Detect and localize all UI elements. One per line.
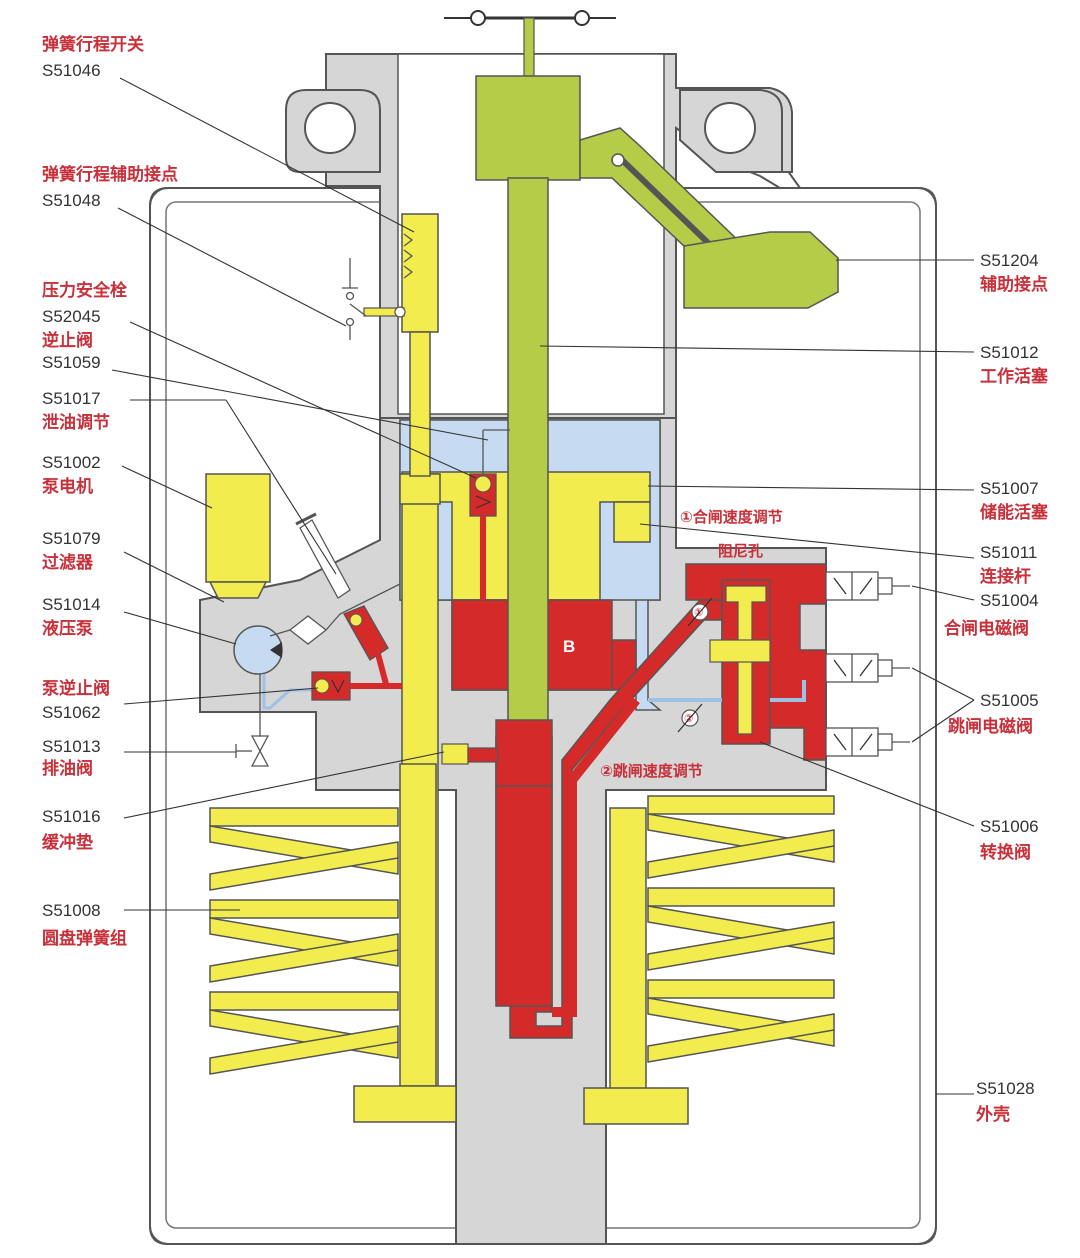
label-s51079-code: S51079 bbox=[42, 529, 101, 548]
close-solenoid-valve bbox=[825, 571, 910, 601]
aux-contact-node bbox=[345, 291, 355, 301]
label-s51028-name: 外壳 bbox=[976, 1104, 1010, 1125]
label-s51062-code: S51062 bbox=[42, 703, 101, 722]
label-s51008-code: S51008 bbox=[42, 901, 101, 920]
label-s51002-name: 泵电机 bbox=[42, 476, 93, 497]
label-s51007-code: S51007 bbox=[980, 479, 1039, 498]
pump-check-spring bbox=[331, 679, 345, 694]
pump-motor-base bbox=[208, 581, 268, 599]
aux-contact-symbol bbox=[342, 258, 367, 340]
close-speed-arrow bbox=[687, 597, 713, 627]
label-s51004-code: S51004 bbox=[980, 591, 1039, 610]
label-s51048-code: S51048 bbox=[42, 191, 101, 210]
left-guide-cap bbox=[399, 473, 441, 505]
label-s51014-code: S51014 bbox=[42, 595, 101, 614]
label-s51002-code: S51002 bbox=[42, 453, 101, 472]
trip-solenoid-valve-2 bbox=[825, 727, 910, 757]
drain-valve bbox=[250, 735, 270, 767]
label-s52045-code: S52045 bbox=[42, 307, 101, 326]
label-s51013-code: S51013 bbox=[42, 737, 101, 756]
travel-switch-pivot bbox=[394, 306, 406, 318]
right-disc-springs bbox=[647, 795, 835, 1063]
travel-switch-rod bbox=[401, 213, 439, 333]
label-s51006-name: 转换阀 bbox=[980, 842, 1031, 863]
chamber-a-label: A bbox=[741, 569, 749, 581]
changeover-valve-sleeve bbox=[709, 639, 771, 663]
label-s51048-name: 弹簧行程辅助接点 bbox=[42, 164, 178, 185]
right-mount-hole bbox=[704, 102, 756, 154]
annotation-close-speed: ①合闸速度调节 bbox=[680, 508, 783, 526]
top-rod bbox=[523, 17, 535, 79]
label-s51016-code: S51016 bbox=[42, 807, 101, 826]
label-s51046-name: 弹簧行程开关 bbox=[42, 34, 144, 55]
travel-switch-stem bbox=[409, 331, 431, 477]
safety-valve-ball bbox=[349, 613, 363, 627]
safety-line bbox=[375, 653, 389, 685]
left-spring-guide bbox=[399, 763, 437, 1087]
label-s51006-code: S51006 bbox=[980, 817, 1039, 836]
green-head-block bbox=[475, 75, 581, 181]
tank-vent-line bbox=[482, 429, 510, 474]
label-s51204-code: S51204 bbox=[980, 251, 1039, 270]
aux-contact-node-2 bbox=[345, 317, 355, 327]
lower-cylinder bbox=[495, 785, 553, 1007]
trip-solenoid-valve-1 bbox=[825, 653, 910, 683]
right-small-piston bbox=[613, 501, 651, 543]
aux-contact-block bbox=[683, 231, 839, 309]
label-s51011-name: 连接杆 bbox=[980, 566, 1031, 587]
pump-arrow bbox=[270, 642, 282, 658]
bleed-adjust-knob bbox=[295, 512, 317, 526]
left-spring-base bbox=[353, 1085, 457, 1123]
label-s51005-name: 跳闸电磁阀 bbox=[948, 716, 1033, 737]
label-s51008-name: 圆盘弹簧组 bbox=[42, 928, 127, 949]
label-s51007-name: 储能活塞 bbox=[980, 502, 1049, 523]
label-s51012-code: S51012 bbox=[980, 343, 1039, 362]
label-s51017-name: 泄油调节 bbox=[42, 412, 110, 433]
top-linkage-left bbox=[470, 10, 486, 26]
control-low-pressure-line bbox=[648, 680, 806, 702]
label-s51014-name: 液压泵 bbox=[42, 618, 93, 639]
left-disc-springs bbox=[209, 807, 399, 1075]
top-check-ball bbox=[474, 475, 492, 493]
label-s51017-code: S51017 bbox=[42, 389, 101, 408]
label-s51012-name: 工作活塞 bbox=[980, 366, 1049, 387]
label-s51028-code: S51028 bbox=[976, 1079, 1035, 1098]
pump-check-ball bbox=[314, 678, 330, 694]
label-s52045-name: 逆止阀 bbox=[42, 330, 93, 351]
label-s51079-name: 过滤器 bbox=[42, 552, 94, 573]
label-s51011-code: S51011 bbox=[980, 543, 1037, 562]
chamber-b-label: B bbox=[563, 637, 575, 656]
label-s51004-name: 合闸电磁阀 bbox=[944, 618, 1029, 639]
right-spring-guide bbox=[609, 807, 647, 1091]
leader-lines bbox=[111, 77, 975, 1095]
label-s51062-name: 泵逆止阀 bbox=[42, 678, 110, 699]
travel-switch-teeth bbox=[403, 233, 414, 279]
right-spring-base bbox=[583, 1087, 689, 1125]
label-s51016-name: 缓冲垫 bbox=[42, 832, 93, 853]
trip-speed-arrow bbox=[677, 703, 703, 733]
top-linkage-right bbox=[574, 10, 590, 26]
label-s51204-name: 辅助接点 bbox=[980, 274, 1048, 295]
working-piston-rod bbox=[507, 177, 549, 739]
pump-motor bbox=[205, 473, 271, 583]
top-check-spring bbox=[475, 495, 492, 509]
left-mount-hole bbox=[304, 102, 356, 154]
return-channel bbox=[552, 696, 640, 1017]
bleed-adjust-screw bbox=[299, 519, 351, 599]
label-s51059-code: S51059 bbox=[42, 353, 101, 372]
label-s52045-top-name: 压力安全栓 bbox=[42, 280, 127, 301]
low-pressure-line-1 bbox=[269, 583, 401, 637]
annotation-trip-speed: ②跳闸速度调节 bbox=[600, 762, 703, 780]
buffer-pad bbox=[441, 743, 469, 765]
crank-pin-top bbox=[611, 153, 625, 167]
annotation-damping-hole: 阻尼孔 bbox=[718, 542, 763, 560]
buffer-pad-red bbox=[467, 747, 499, 763]
label-s51005-code: S51005 bbox=[980, 691, 1039, 710]
label-s51013-name: 排油阀 bbox=[42, 758, 93, 779]
label-s51046-code: S51046 bbox=[42, 61, 101, 80]
